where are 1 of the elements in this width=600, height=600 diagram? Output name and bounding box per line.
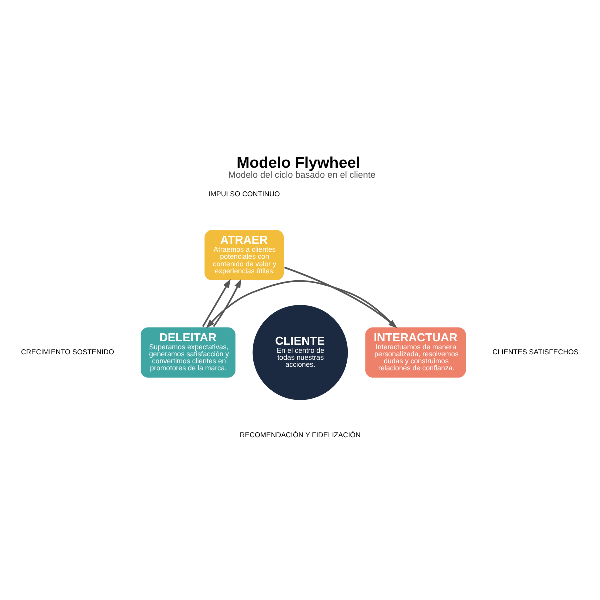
diagram-title: Modelo Flywheel	[236, 154, 360, 172]
